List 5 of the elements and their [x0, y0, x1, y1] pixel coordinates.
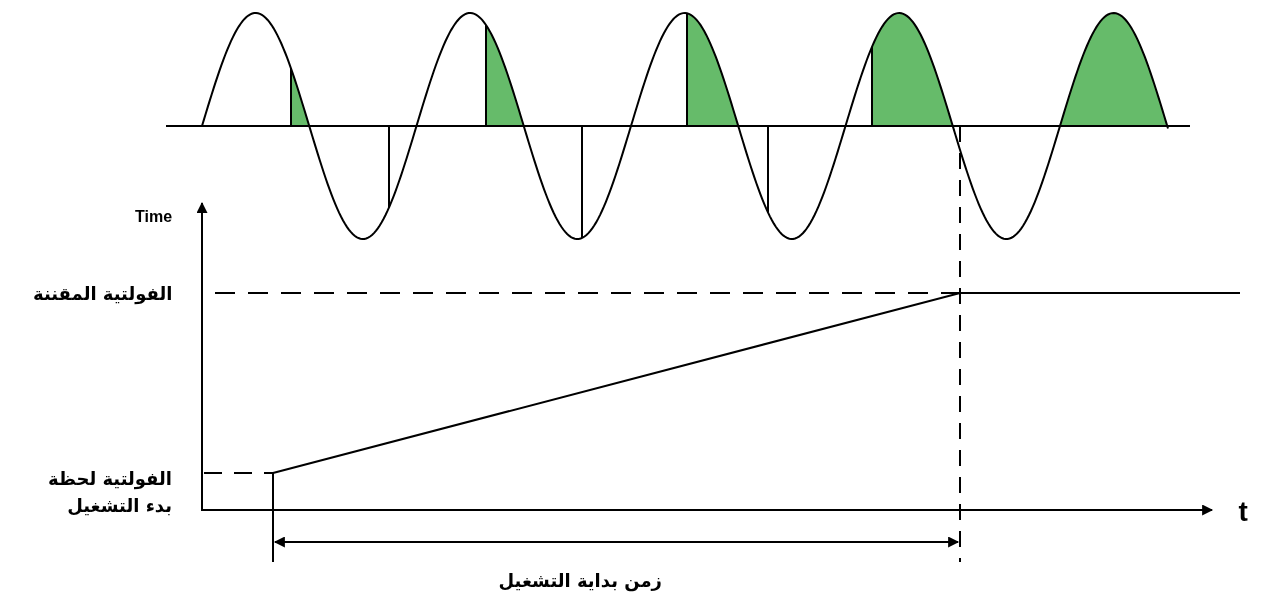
axis-label: Time	[135, 207, 173, 227]
axis-label: t	[1238, 495, 1248, 529]
axis-label: الفولتية المقننة	[33, 281, 173, 307]
axis-label: زمن بداية التشغيل	[498, 568, 662, 594]
axis-label: الفولتية لحظة بدء التشغيل	[47, 467, 172, 518]
